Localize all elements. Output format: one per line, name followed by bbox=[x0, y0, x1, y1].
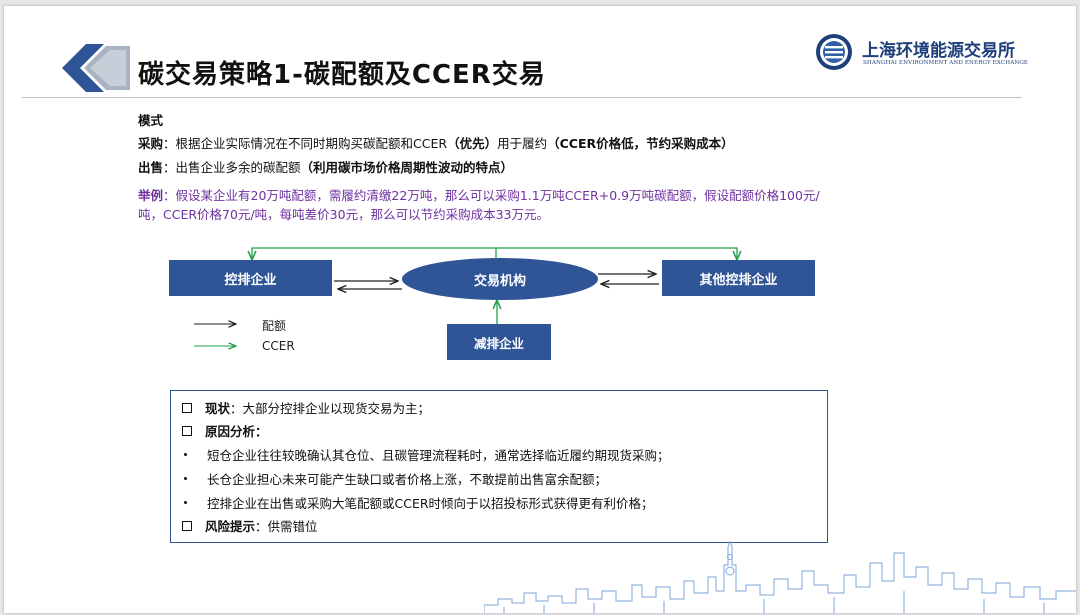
bullet-icon bbox=[184, 501, 187, 504]
bullet-text: 短仓企业往往较晚确认其仓位、且碳管理流程耗时，通常选择临近履约期现货采购； bbox=[207, 448, 670, 463]
purchase-text: ：根据企业实际情况在不同时期购买碳配额和CCER bbox=[163, 136, 448, 151]
status-text: ：大部分控排企业以现货交易为主； bbox=[230, 401, 431, 416]
example-text-1: ：假设某企业有20万吨配额，需履约清缴22万吨，那么可以采购1.1万吨CCER+… bbox=[163, 188, 820, 203]
sale-text: ：出售企业多余的碳配额 bbox=[163, 160, 301, 175]
bullet-text: 长仓企业担心未来可能产生缺口或者价格上涨，不敢提前出售富余配额； bbox=[207, 472, 608, 487]
city-skyline-decoration bbox=[484, 541, 1076, 613]
ccer-arrow-to-right bbox=[496, 247, 737, 260]
status-label: 现状 bbox=[205, 401, 231, 416]
example-line-1: 举例：假设某企业有20万吨配额，需履约清缴22万吨，那么可以采购1.1万吨CCE… bbox=[138, 185, 820, 204]
center-ellipse-exchange: 交易机构 bbox=[402, 258, 598, 300]
checkbox-square-icon bbox=[182, 402, 192, 413]
mode-heading: 模式 bbox=[138, 113, 164, 128]
risk-text: ：供需错位 bbox=[255, 519, 318, 534]
status-row: 现状：大部分控排企业以现货交易为主； bbox=[181, 398, 430, 417]
left-box-control-enterprise: 控排企业 bbox=[169, 260, 332, 296]
exchange-logo-icon bbox=[816, 34, 852, 70]
page-title: 碳交易策略1-碳配额及CCER交易 bbox=[138, 60, 546, 90]
purchase-line: 采购：根据企业实际情况在不同时期购买碳配额和CCER（优先）用于履约（CCER价… bbox=[138, 133, 734, 152]
slide: 碳交易策略1-碳配额及CCER交易 上海环境能源交易所 SHANGHAI ENV… bbox=[4, 6, 1076, 613]
purchase-priority: （优先） bbox=[447, 136, 498, 151]
example-line-2: 吨，CCER价格70元/吨，每吨差价30元，那么可以节约采购成本33万元。 bbox=[138, 207, 549, 222]
bullet-icon bbox=[184, 453, 187, 456]
logo-name-en: SHANGHAI ENVIRONMENT AND ENERGY EXCHANGE bbox=[863, 60, 1029, 66]
purchase-note: （CCER价格低，节约采购成本） bbox=[547, 136, 734, 151]
legend-quota-label: 配额 bbox=[262, 319, 287, 333]
purchase-label: 采购 bbox=[138, 136, 164, 151]
list-item: 短仓企业往往较晚确认其仓位、且碳管理流程耗时，通常选择临近履约期现货采购； bbox=[181, 445, 670, 464]
bullet-text: 控排企业在出售或采购大笔配额或CCER时倾向于以招投标形式获得更有利价格； bbox=[207, 496, 654, 511]
title-divider bbox=[22, 97, 1022, 98]
bottom-box-reduction-enterprise: 减排企业 bbox=[447, 324, 551, 360]
logo: 上海环境能源交易所 SHANGHAI ENVIRONMENT AND ENERG… bbox=[814, 32, 1028, 72]
sale-label: 出售 bbox=[138, 160, 164, 175]
legend-ccer-label: CCER bbox=[262, 339, 295, 353]
logo-name-cn: 上海环境能源交易所 bbox=[862, 41, 1015, 61]
title-decoration-icon bbox=[62, 44, 130, 92]
analysis-panel: 现状：大部分控排企业以现货交易为主； 原因分析： 短仓企业往往较晚确认其仓位、且… bbox=[170, 390, 828, 543]
flow-diagram-arrows bbox=[194, 247, 1076, 386]
list-item: 控排企业在出售或采购大笔配额或CCER时倾向于以招投标形式获得更有利价格； bbox=[181, 493, 654, 512]
sale-line: 出售：出售企业多余的碳配额（利用碳市场价格周期性波动的特点） bbox=[138, 157, 513, 176]
bullet-icon bbox=[184, 477, 187, 480]
risk-row: 风险提示：供需错位 bbox=[181, 516, 318, 535]
right-box-other-enterprise: 其他控排企业 bbox=[662, 260, 815, 296]
list-item: 长仓企业担心未来可能产生缺口或者价格上涨，不敢提前出售富余配额； bbox=[181, 469, 607, 488]
sale-note: （利用碳市场价格周期性波动的特点） bbox=[300, 160, 514, 175]
ccer-arrow-to-left bbox=[252, 247, 497, 260]
purchase-text2: 用于履约 bbox=[497, 136, 548, 151]
checkbox-square-icon bbox=[182, 425, 192, 436]
checkbox-square-icon bbox=[182, 520, 192, 531]
risk-label: 风险提示 bbox=[205, 519, 256, 534]
example-label: 举例 bbox=[138, 188, 164, 203]
reason-row: 原因分析： bbox=[181, 421, 268, 440]
reason-label: 原因分析： bbox=[205, 424, 268, 439]
